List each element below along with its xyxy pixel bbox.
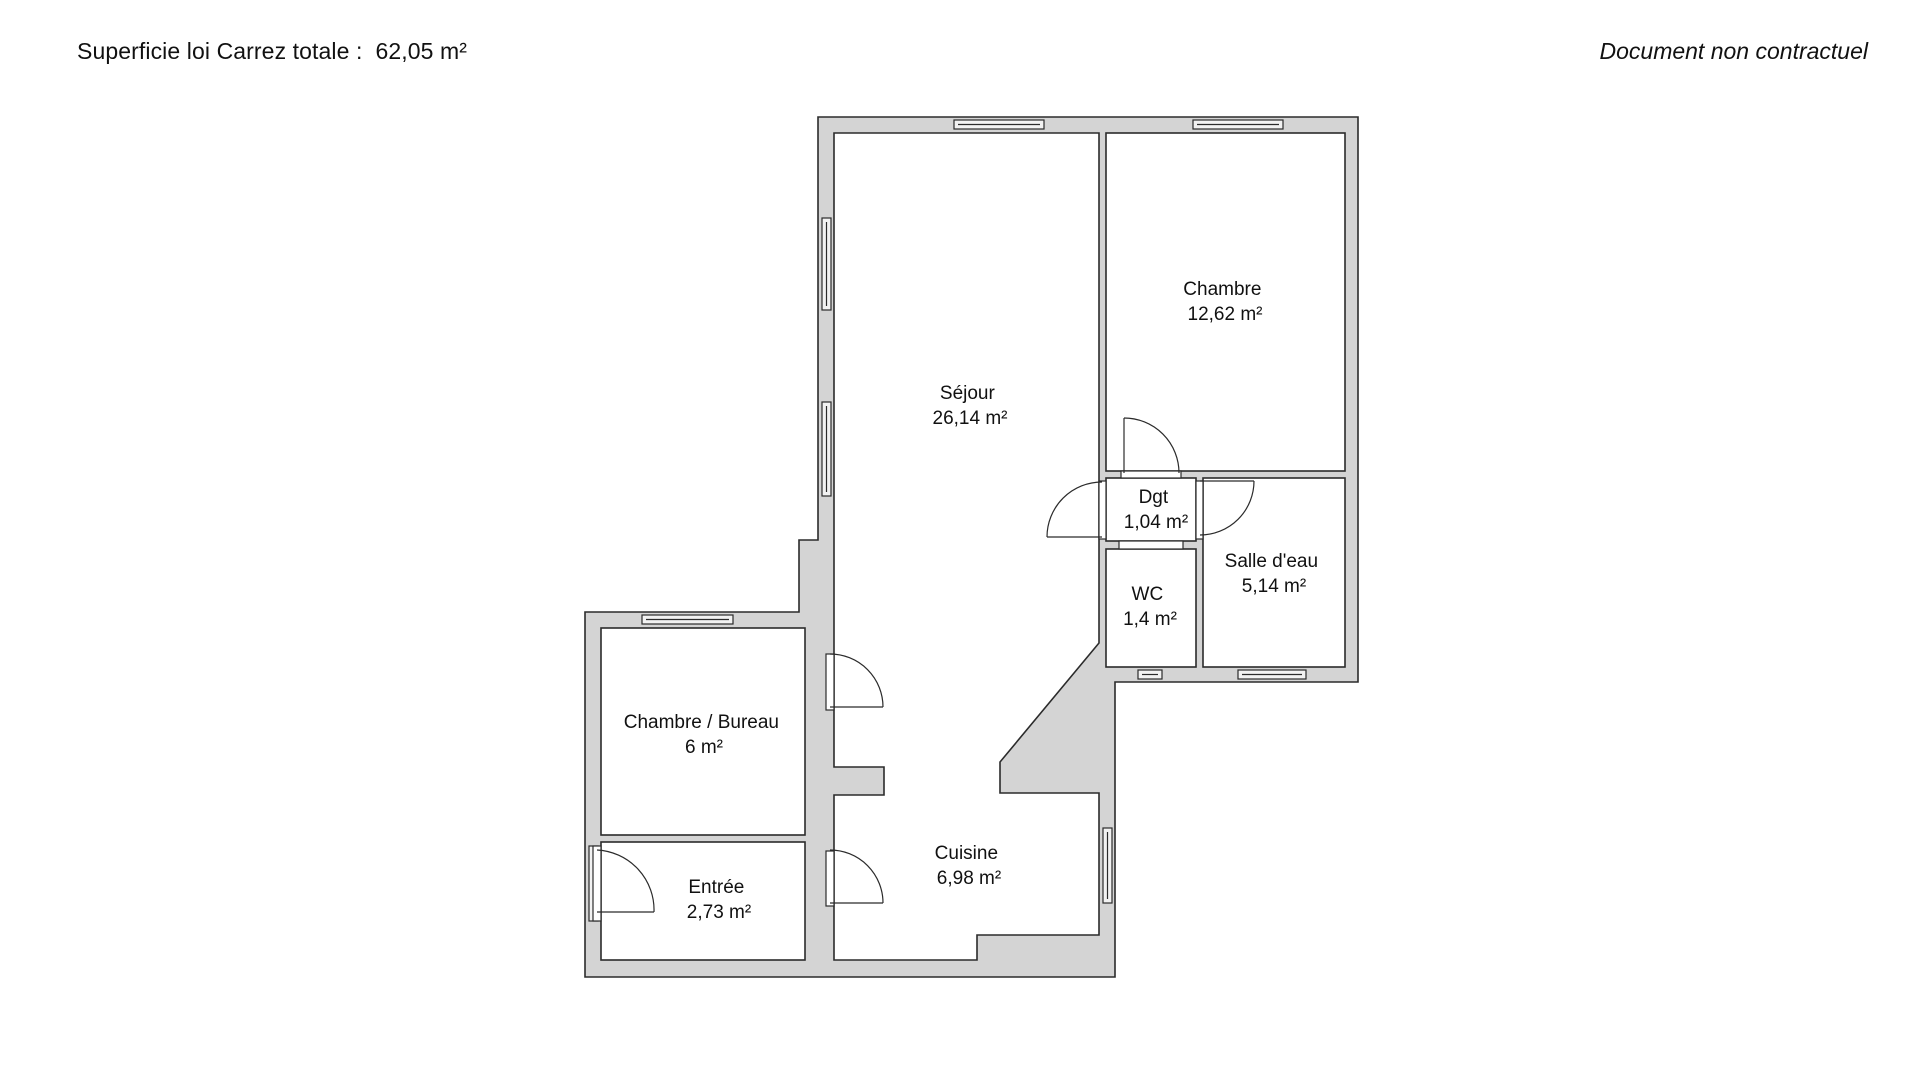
room-wc [1105, 548, 1197, 668]
door-swing-salle-deau [1199, 480, 1255, 536]
door-swing-chambre [1123, 417, 1180, 474]
door-swing-bureau [829, 653, 884, 708]
door-swing-sejour [1046, 481, 1103, 538]
total-area-label: Superficie loi Carrez totale : [77, 38, 363, 64]
door-opening-entree [592, 845, 602, 922]
room-chambre [1105, 132, 1346, 472]
room-sejour-cuisine [833, 132, 1100, 961]
window-left-sejour-2 [821, 401, 832, 497]
room-entree [600, 841, 806, 961]
total-area-header: Superficie loi Carrez totale : 62,05 m² [77, 38, 467, 65]
disclaimer: Document non contractuel [1599, 38, 1869, 64]
window-top-bureau [641, 614, 734, 625]
room-label-entree: Entrée 2,73 m² [687, 877, 751, 923]
window-right-cuisine [1102, 827, 1113, 904]
window-left-sejour-1 [821, 217, 832, 311]
room-label-cuisine: Cuisine 6,98 m² [935, 843, 1004, 889]
door-opening-bureau [825, 653, 835, 711]
total-area-value: 62,05 m² [375, 38, 468, 64]
window-bottom-wc [1137, 669, 1163, 680]
room-label-dgt: Dgt 1,04 m² [1124, 487, 1188, 533]
door-swing-entree [596, 849, 655, 913]
door-opening-chambre [1120, 470, 1182, 479]
room-label-salle-deau: Salle d'eau 5,14 m² [1225, 551, 1324, 597]
window-top-chambre [1192, 119, 1284, 130]
door-opening-dgt-wc [1118, 540, 1184, 550]
room-label-chambre-bureau: Chambre / Bureau 6 m² [624, 712, 785, 758]
room-label-wc: WC 1,4 m² [1123, 584, 1177, 630]
room-dgt [1105, 477, 1197, 542]
window-bottom-salle-deau [1237, 669, 1307, 680]
door-swing-entree-cuisine [829, 849, 884, 904]
room-chambre-bureau [600, 627, 806, 836]
door-opening-entree-cuisine [825, 850, 835, 907]
door-opening-sejour-dgt [1098, 480, 1107, 540]
room-salle-deau [1202, 477, 1346, 668]
room-label-chambre: Chambre 12,62 m² [1183, 279, 1266, 325]
door-opening-dgt-salle [1195, 480, 1204, 540]
room-label-sejour: Séjour 26,14 m² [933, 383, 1008, 429]
window-top-sejour [953, 119, 1045, 130]
